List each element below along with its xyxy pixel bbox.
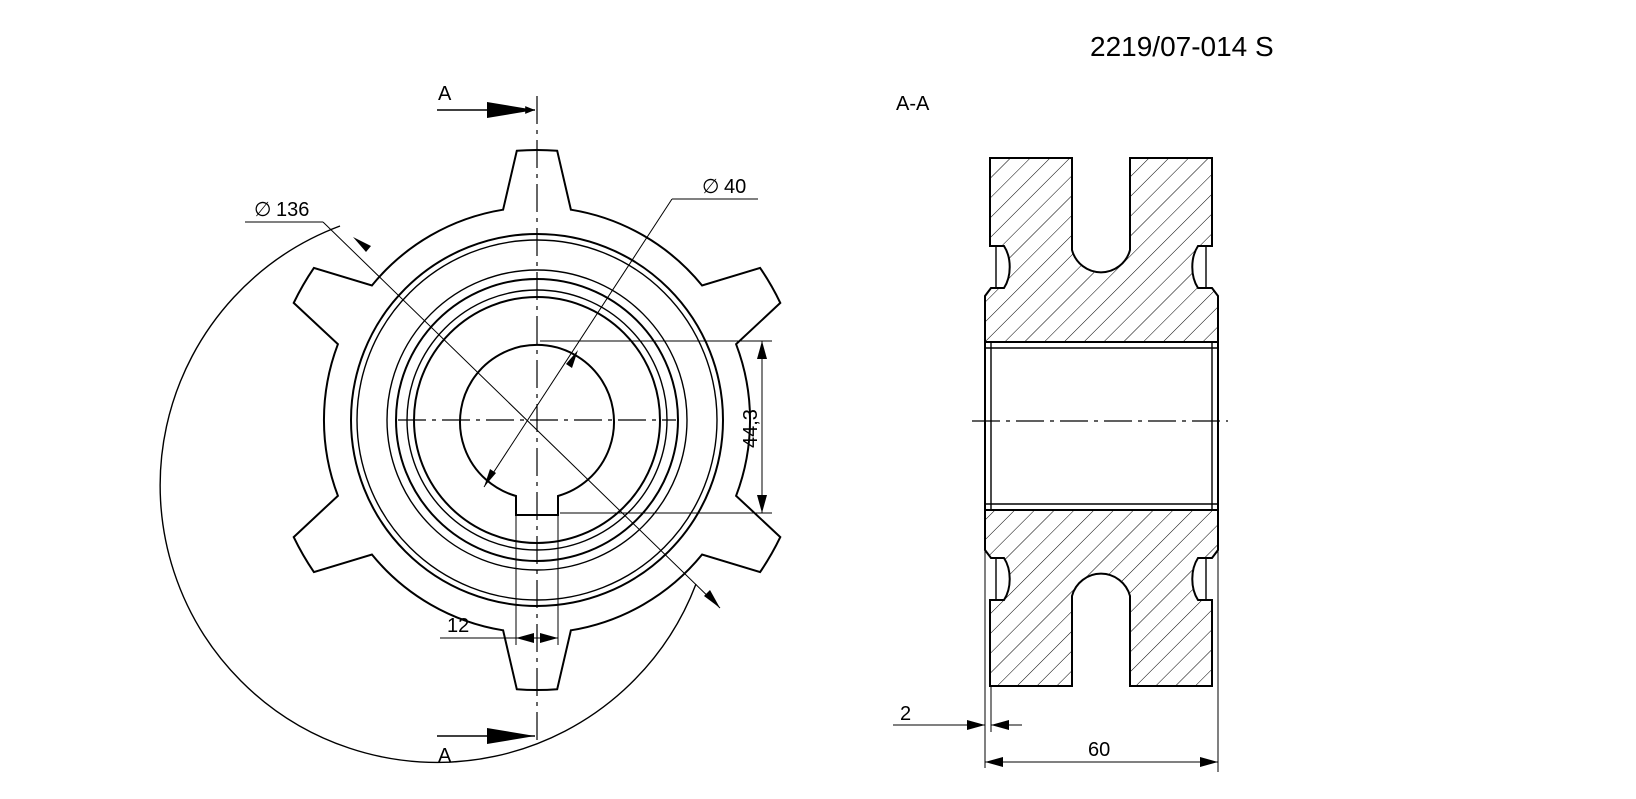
dim-136-arrow-1 [353, 237, 371, 252]
cut-arrow-bottom-head [487, 728, 535, 744]
dim-60-value: 60 [1088, 739, 1110, 761]
dim-60-arrow-right [1200, 757, 1218, 767]
cut-arrow-top-head [487, 102, 535, 118]
dim-40-symbol: ∅ [702, 176, 719, 198]
dim-136-symbol: ∅ [254, 199, 271, 221]
sprocket-outline [292, 149, 782, 691]
dim-40-line [483, 198, 673, 488]
cut-label-top: A [438, 83, 452, 105]
dim-40-arrow-2 [484, 469, 496, 487]
dim-136-arrow-2 [704, 590, 720, 608]
dim-136-value: 136 [276, 199, 309, 221]
outer-diameter-arc [159, 225, 697, 764]
cut-label-bottom: A [438, 745, 452, 767]
dim-40-value: 40 [724, 176, 746, 198]
dim-44-value: 44,3 [740, 409, 762, 448]
section-view: A-A 2 60 [893, 93, 1228, 772]
dim-2-value: 2 [900, 703, 911, 725]
dim-44-arrow-bottom [757, 495, 767, 513]
dim-2-arrow-left [967, 720, 985, 730]
drawing-number: 2219/07-014 S [1090, 31, 1274, 62]
dim-12-arrow-left [516, 633, 534, 643]
section-label: A-A [896, 93, 930, 115]
section-bore [984, 341, 1219, 511]
dim-12-value: 12 [447, 615, 469, 637]
bore-with-keyway [459, 344, 615, 516]
dim-2-arrow-right [991, 720, 1009, 730]
section-top-hatch [984, 157, 1219, 343]
dim-12-arrow-right [540, 633, 558, 643]
dim-40-arrow-1 [566, 350, 578, 368]
section-bottom-hatch [984, 509, 1219, 687]
front-view: A A ∅ 136 ∅ 40 44,3 12 [159, 83, 782, 767]
dim-60-arrow-left [985, 757, 1003, 767]
dim-136-line [322, 221, 721, 609]
dim-44-arrow-top [757, 341, 767, 359]
